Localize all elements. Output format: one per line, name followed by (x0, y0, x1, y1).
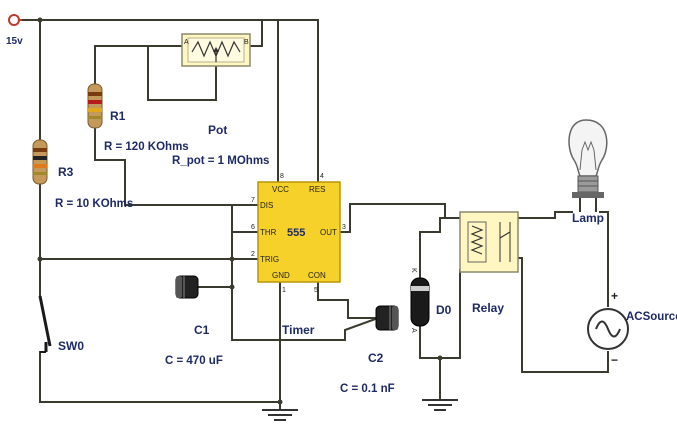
switch-sw0[interactable] (38, 295, 52, 353)
relay-name: Relay (472, 301, 504, 315)
timer-pin-trig: TRIG (260, 255, 279, 264)
r1-name: R1 (110, 109, 126, 123)
timer-chip-label: 555 (287, 227, 305, 239)
supply-label: 15v (6, 36, 23, 47)
d0-k-label: K (410, 268, 417, 273)
capacitor-c2[interactable] (375, 305, 399, 331)
diode-d0[interactable] (410, 277, 430, 327)
d0-a-label: A (410, 328, 417, 333)
timer-pin-res: RES (309, 185, 325, 194)
c2-value: C = 0.1 nF (340, 383, 395, 395)
sw0-name: SW0 (58, 339, 84, 353)
timer-pinnum-dis: 7 (251, 197, 255, 204)
timer-pin-vcc: VCC (272, 185, 289, 194)
potentiometer[interactable] (181, 33, 251, 67)
resistor-r3[interactable] (32, 139, 48, 185)
timer-pin-dis: DIS (260, 201, 273, 210)
junction-dots (37, 17, 443, 405)
timer-name: Timer (282, 323, 315, 337)
timer-pinnum-res: 4 (320, 173, 324, 180)
c2-name: C2 (368, 351, 384, 365)
timer-pinnum-vcc: 8 (280, 173, 284, 180)
timer-pin-thr: THR (260, 228, 277, 237)
timer-pin-con: CON (308, 271, 326, 280)
timer-pin-gnd: GND (272, 271, 290, 280)
ac-plus: + (611, 289, 618, 303)
lamp-name: Lamp (572, 211, 604, 225)
timer-pinnum-out: 3 (342, 224, 346, 231)
pot-end-b: B (244, 39, 249, 46)
pot-name: Pot (208, 123, 227, 137)
timer-pinnum-thr: 6 (251, 224, 255, 231)
ac-name: ACSource (626, 311, 677, 323)
relay[interactable] (459, 211, 519, 273)
d0-name: D0 (436, 303, 452, 317)
r3-name: R3 (58, 165, 74, 179)
ground-icon-timer (262, 409, 298, 421)
r1-value: R = 120 KOhms (104, 141, 189, 153)
ground-icon-diode (422, 399, 458, 411)
timer-pinnum-con: 5 (314, 287, 318, 294)
resistor-r1[interactable] (87, 83, 103, 129)
c1-name: C1 (194, 323, 210, 337)
pot-value: R_pot = 1 MOhms (172, 155, 269, 167)
supply-terminal[interactable] (8, 14, 22, 26)
r3-value: R = 10 KOhms (55, 198, 133, 210)
ac-minus: − (611, 353, 618, 367)
wires (19, 19, 609, 411)
ac-source[interactable] (587, 308, 629, 350)
timer-pinnum-trig: 2 (251, 251, 255, 258)
capacitor-c1[interactable] (175, 275, 199, 299)
timer-pinnum-gnd: 1 (282, 287, 286, 294)
lamp-bulb-icon[interactable] (568, 119, 608, 212)
timer-555-chip[interactable] (257, 181, 341, 283)
pot-end-a: A (184, 39, 189, 46)
c1-value: C = 470 uF (165, 355, 223, 367)
timer-pin-out: OUT (320, 228, 337, 237)
